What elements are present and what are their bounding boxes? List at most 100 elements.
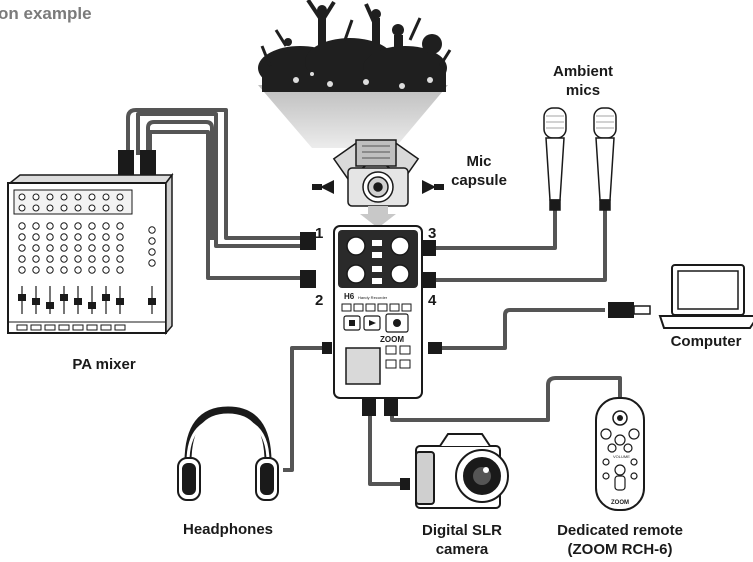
- mixer-eq-knob: [102, 222, 110, 230]
- mixer-channel-button: [58, 324, 70, 331]
- mixer-eq-knob: [46, 255, 54, 263]
- mixer-channel-button: [114, 324, 126, 331]
- mic-capsule-label-line1: Mic: [466, 153, 492, 170]
- mixer-eq-knob: [32, 255, 40, 263]
- recorder-subtitle: Handy Recorder: [358, 295, 388, 300]
- dslr-camera: [415, 433, 509, 509]
- pa-mixer: [7, 172, 174, 336]
- headphones-label: Headphones: [182, 521, 273, 538]
- mixer-aux-knob: [88, 204, 96, 212]
- remote-label-line2: (ZOOM RCH-6): [567, 541, 673, 558]
- mixer-fader-cap: [88, 302, 96, 309]
- mixer-master-knob: [148, 248, 156, 256]
- mixer-pan-knob: [88, 193, 96, 201]
- mixer-pan-knob: [74, 193, 82, 201]
- recorder-brand: ZOOM: [380, 335, 404, 344]
- dslr-label: Digital SLR camera: [404, 521, 520, 559]
- input-1-label: 1: [315, 225, 324, 242]
- mixer-eq-knob: [46, 266, 54, 274]
- ambient-mics-label-line1: Ambient: [553, 63, 613, 80]
- mic-capsule-label-line2: capsule: [451, 172, 507, 189]
- mixer-eq-knob: [74, 266, 82, 274]
- mic-capsule: [332, 139, 420, 207]
- mic-capsule-label: Mic capsule: [444, 152, 514, 190]
- mixer-eq-knob: [116, 255, 124, 263]
- mixer-aux-knob: [102, 204, 110, 212]
- mixer-aux-knob: [74, 204, 82, 212]
- mixer-channel-button: [86, 324, 98, 331]
- mixer-channel-button: [100, 324, 112, 331]
- mixer-channel-button: [16, 324, 28, 331]
- mixer-eq-knob: [74, 233, 82, 241]
- mixer-pan-knob: [102, 193, 110, 201]
- ambient-mics-label: Ambient mics: [548, 62, 618, 100]
- mixer-master-knob: [148, 226, 156, 234]
- mixer-channel-button: [72, 324, 84, 331]
- page-title: on example: [0, 4, 92, 23]
- mixer-eq-knob: [60, 233, 68, 241]
- cable-connectors: [118, 150, 651, 490]
- remote-rch6: VOLUME ZOOM: [595, 397, 645, 511]
- ambient-mic-right: [593, 107, 617, 211]
- mixer-pan-knob: [32, 193, 40, 201]
- input-4-label: 4: [428, 292, 437, 309]
- mixer-eq-knob: [46, 233, 54, 241]
- mixer-aux-knob: [46, 204, 54, 212]
- mixer-eq-knob: [18, 244, 26, 252]
- mixer-eq-knob: [102, 255, 110, 263]
- mixer-eq-knob: [60, 266, 68, 274]
- mixer-eq-knob: [88, 255, 96, 263]
- mixer-eq-knob: [74, 255, 82, 263]
- mixer-master-knob: [148, 237, 156, 245]
- mixer-eq-knob: [116, 244, 124, 252]
- remote-label-line1: Dedicated remote: [557, 522, 683, 539]
- mixer-fader-cap: [116, 298, 124, 305]
- mixer-eq-knob: [102, 233, 110, 241]
- mixer-master-fader-cap: [148, 298, 156, 305]
- mixer-pan-knob: [46, 193, 54, 201]
- remote-label: Dedicated remote (ZOOM RCH-6): [540, 521, 700, 559]
- mixer-fader-cap: [32, 298, 40, 305]
- mixer-eq-knob: [88, 233, 96, 241]
- mixer-eq-knob: [18, 222, 26, 230]
- computer-label: Computer: [670, 333, 742, 350]
- mixer-eq-knob: [46, 244, 54, 252]
- mixer-master-knob: [148, 259, 156, 267]
- mixer-aux-knob: [18, 204, 26, 212]
- mixer-eq-knob: [32, 244, 40, 252]
- mixer-eq-knob: [116, 222, 124, 230]
- mixer-eq-knob: [74, 222, 82, 230]
- mixer-fader-cap: [74, 298, 82, 305]
- mixer-pan-knob: [116, 193, 124, 201]
- capsule-squeeze-arrows: [312, 180, 444, 194]
- mixer-channel-button: [30, 324, 42, 331]
- mixer-aux-knob: [32, 204, 40, 212]
- mixer-fader-cap: [46, 302, 54, 309]
- concert-crowd-image: [258, 0, 452, 148]
- mixer-eq-knob: [32, 222, 40, 230]
- mixer-eq-knob: [88, 266, 96, 274]
- mixer-eq-knob: [60, 255, 68, 263]
- h6-recorder: H6 Handy Recorder ZOOM: [333, 225, 423, 399]
- input-2-label: 2: [315, 292, 324, 309]
- mixer-eq-knob: [102, 266, 110, 274]
- input-3-label: 3: [428, 225, 437, 242]
- remote-volume-label: VOLUME: [613, 454, 630, 459]
- pa-mixer-label: PA mixer: [72, 356, 136, 373]
- ambient-mic-left: [543, 107, 567, 211]
- mixer-eq-knob: [32, 266, 40, 274]
- headphones: [177, 406, 279, 501]
- cables: [126, 108, 622, 486]
- dslr-label-line2: camera: [435, 541, 489, 558]
- mixer-eq-knob: [18, 255, 26, 263]
- mixer-eq-knob: [60, 222, 68, 230]
- remote-brand: ZOOM: [611, 500, 629, 506]
- mixer-eq-knob: [88, 244, 96, 252]
- dslr-label-line1: Digital SLR: [421, 522, 502, 539]
- mixer-eq-knob: [18, 233, 26, 241]
- mixer-fader-cap: [60, 294, 68, 301]
- attach-arrow: [360, 206, 396, 228]
- mixer-eq-knob: [46, 222, 54, 230]
